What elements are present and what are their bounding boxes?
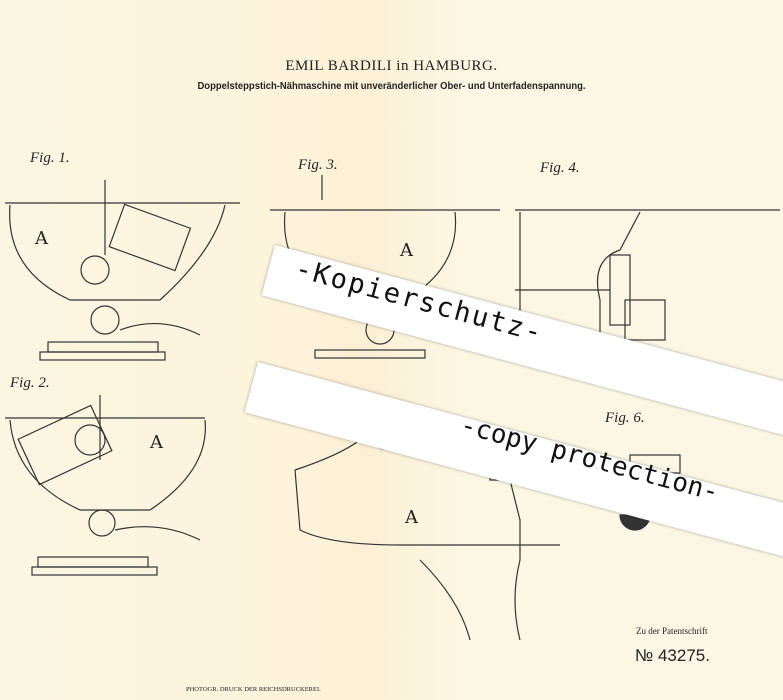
fig-2-label: Fig. 2.	[10, 375, 50, 391]
fig-4-drawing	[515, 209, 780, 351]
subtitle: Doppelsteppstich-Nähmaschine mit unverän…	[197, 80, 586, 92]
fig-3-label: Fig. 3.	[298, 157, 338, 173]
part-label-A: A	[35, 228, 48, 249]
page-title: EMIL BARDILI in HAMBURG.	[285, 58, 498, 74]
fig-6-label: Fig. 6.	[605, 410, 645, 426]
fig-1-drawing	[5, 180, 240, 361]
fig-2-drawing	[5, 395, 206, 576]
part-label-A: A	[405, 507, 418, 528]
fig-1-label: Fig. 1.	[30, 150, 70, 166]
part-label-A: A	[400, 240, 413, 261]
part-label-A: A	[150, 432, 163, 453]
fig-4-label: Fig. 4.	[540, 160, 580, 176]
printer-credit: PHOTOGR. DRUCK DER REICHSDRUCKEREI.	[186, 686, 321, 693]
patent-reference: Zu der Patentschrift	[636, 626, 708, 636]
patent-number: № 43275.	[635, 646, 710, 665]
